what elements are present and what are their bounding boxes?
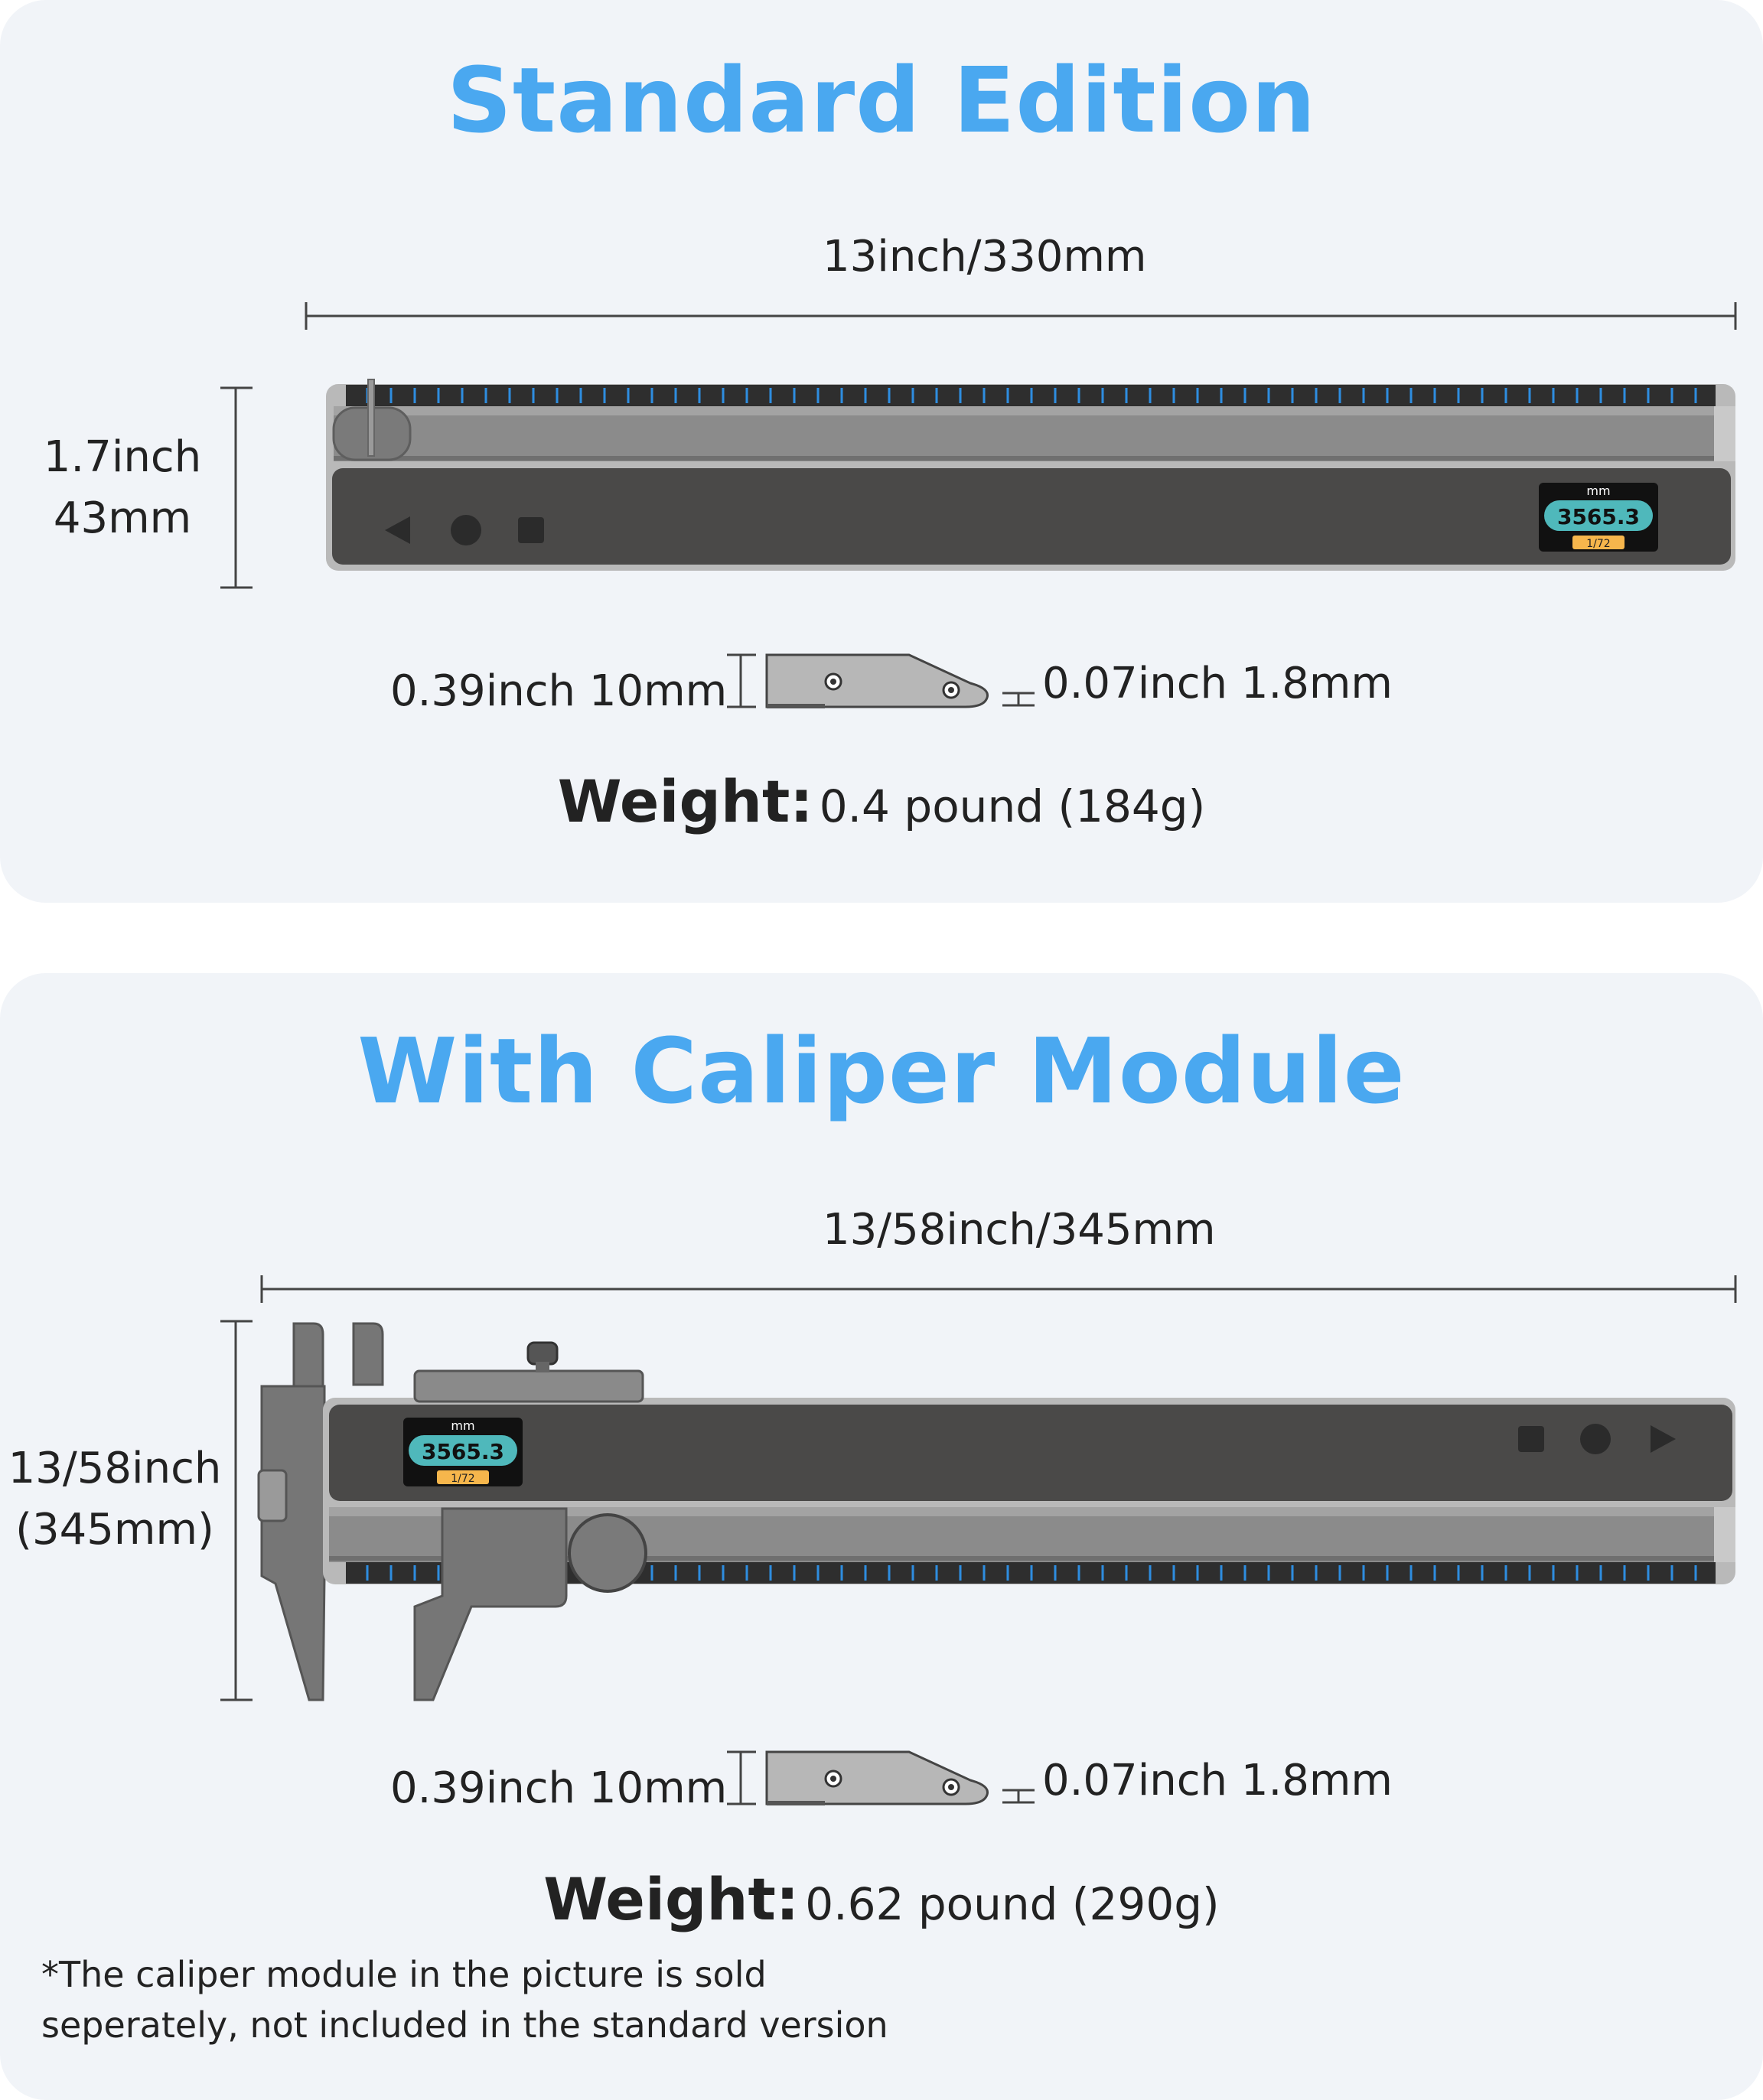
caliper-fixed-lower-jaw [260, 1385, 326, 1701]
caliper-insert-thickness-label: 0.07inch 1.8mm [1042, 1756, 1393, 1805]
caliper-sliding-upper-jaw [352, 1322, 384, 1386]
caliper-display-fraction: 1/72 [451, 1473, 474, 1485]
standard-weight: Weight:0.4 pound (184g) [0, 767, 1763, 835]
standard-insert-height-bracket [727, 653, 756, 708]
standard-insert-thickness-label: 0.07inch 1.8mm [1042, 659, 1393, 708]
caliper-device: mm 3565.3 1/72 [257, 1322, 1735, 1701]
standard-slider-pin [367, 379, 375, 457]
caliper-insert-height-label: 0.39inch 10mm [390, 1763, 728, 1813]
caliper-weight: Weight:0.62 pound (290g) [0, 1865, 1763, 1933]
caliper-height-mm-label: (345mm) [15, 1505, 214, 1555]
caliper-weight-value: 0.62 pound (290g) [805, 1878, 1220, 1930]
standard-insert-height-label: 0.39inch 10mm [390, 666, 728, 716]
standard-edition-title: Standard Edition [446, 47, 1317, 153]
standard-scale-ticks [366, 388, 1697, 403]
standard-insert-profile [765, 653, 989, 708]
standard-width-label: 13inch/330mm [823, 232, 1147, 282]
standard-insert-thickness-bracket [1002, 692, 1035, 707]
standard-height-mm-label: 43mm [53, 493, 192, 543]
caliper-display-unit: mm [451, 1418, 474, 1433]
stop-square-icon [518, 517, 544, 543]
standard-display: mm 3565.3 1/72 [1539, 483, 1658, 552]
play-right-icon [1651, 1425, 1676, 1453]
caliper-thumb-wheel [568, 1513, 647, 1593]
standard-height-inch-label: 1.7inch [43, 432, 202, 482]
caliper-sliding-lower-jaw [413, 1507, 568, 1701]
caliper-top-slider [413, 1369, 644, 1403]
record-circle-icon [1580, 1424, 1611, 1454]
standard-weight-value: 0.4 pound (184g) [819, 780, 1206, 832]
standard-display-unit: mm [1586, 483, 1610, 498]
play-left-icon [385, 516, 410, 544]
caliper-fixed-upper-jaw [292, 1322, 324, 1395]
footnote-line-1: *The caliper module in the picture is so… [41, 1954, 767, 1995]
caliper-height-inch-label: 13/58inch [8, 1444, 222, 1493]
standard-display-value: 3565.3 [1557, 504, 1640, 529]
footnote: *The caliper module in the picture is so… [41, 1949, 888, 2050]
stop-square-icon [1518, 1426, 1544, 1452]
caliper-control-body [329, 1405, 1732, 1501]
caliper-height-dimension-line [220, 1320, 253, 1701]
caliper-module-title: With Caliper Module [357, 1018, 1406, 1124]
record-circle-icon [451, 515, 481, 545]
standard-display-fraction: 1/72 [1586, 538, 1610, 550]
caliper-insert-profile [765, 1750, 989, 1805]
standard-control-body [332, 468, 1731, 565]
caliper-lock-screw [257, 1469, 288, 1522]
standard-width-dimension-line [305, 302, 1737, 330]
caliper-width-dimension-line [260, 1275, 1737, 1303]
caliper-insert-height-bracket [727, 1750, 756, 1805]
caliper-display: mm 3565.3 1/72 [403, 1418, 523, 1486]
caliper-weight-label: Weight: [543, 1865, 800, 1933]
caliper-thumb-screw [526, 1341, 559, 1366]
caliper-insert-thickness-bracket [1002, 1789, 1035, 1804]
caliper-display-value: 3565.3 [422, 1439, 504, 1464]
standard-weight-label: Weight: [557, 767, 813, 835]
standard-rail-device: mm 3565.3 1/72 [326, 379, 1735, 571]
caliper-width-label: 13/58inch/345mm [823, 1205, 1216, 1255]
standard-height-dimension-line [220, 386, 253, 589]
footnote-line-2: seperately, not included in the standard… [41, 2004, 888, 2046]
